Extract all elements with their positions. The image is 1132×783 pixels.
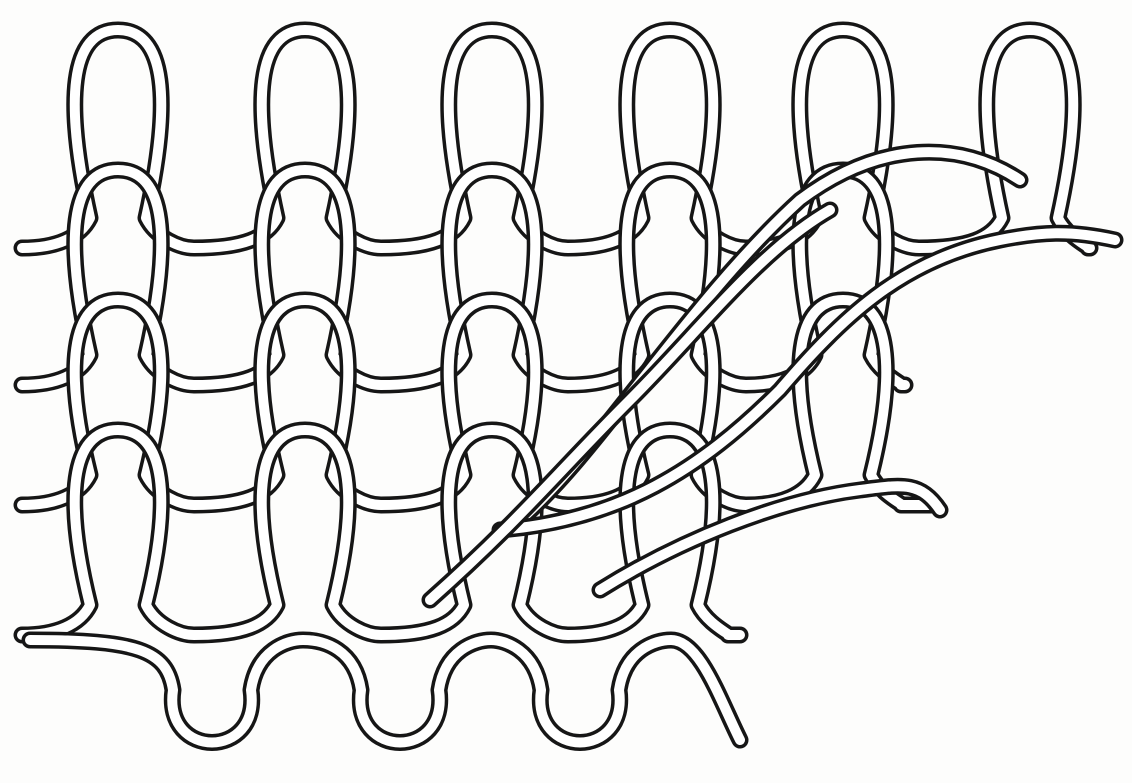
course-4 [22,430,740,635]
course-5 [30,640,740,743]
diagonal-transfer-1 [520,152,1020,520]
course-1 [22,30,1090,248]
yarn-layer [22,30,1115,743]
